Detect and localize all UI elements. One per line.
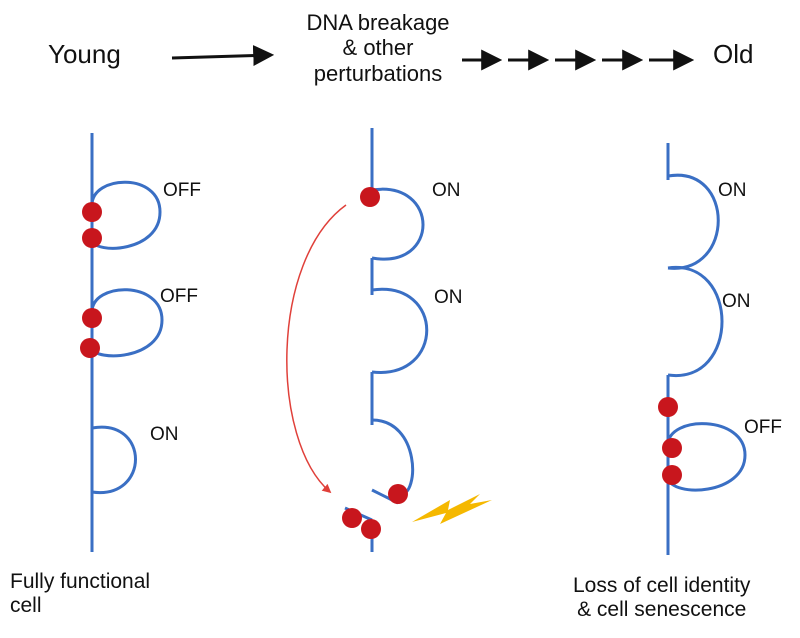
lightning-bolt-icon bbox=[412, 494, 492, 524]
caption-line: Loss of cell identity bbox=[573, 574, 751, 597]
gene-state-label: OFF bbox=[160, 286, 198, 307]
damaged-loop-3 bbox=[371, 418, 415, 497]
gene-state-label: ON bbox=[722, 291, 751, 312]
bound-protein bbox=[388, 484, 408, 504]
damage-event-line: & other bbox=[342, 35, 414, 61]
recruited-protein bbox=[361, 519, 381, 539]
young-label: Young bbox=[48, 39, 121, 69]
damaged-loop-2 bbox=[371, 287, 429, 374]
damaged-cell-proteins bbox=[342, 187, 408, 539]
bound-protein bbox=[82, 202, 102, 222]
bound-protein bbox=[662, 438, 682, 458]
protein-relocation-arrow bbox=[286, 204, 347, 494]
young-to-damage-arrow bbox=[171, 45, 275, 67]
old-cell-proteins bbox=[658, 397, 682, 485]
old-loop-3 bbox=[666, 422, 747, 492]
recruited-protein bbox=[342, 508, 362, 528]
gene-state-label: OFF bbox=[163, 180, 201, 201]
young-loop-3 bbox=[91, 425, 137, 494]
old-label: Old bbox=[713, 39, 754, 69]
damage-event-line: perturbations bbox=[313, 60, 443, 86]
bound-protein bbox=[80, 338, 100, 358]
gene-state-label: ON bbox=[432, 180, 461, 201]
young-cell-caption: Fully functional cell bbox=[10, 570, 150, 618]
damage-event-label: DNA breakage & other perturbations bbox=[283, 10, 473, 86]
gene-state-label: OFF bbox=[744, 417, 782, 438]
damaged-cell-chromatin bbox=[344, 128, 429, 552]
damaged-loop-1 bbox=[371, 187, 425, 261]
bound-protein bbox=[82, 228, 102, 248]
bound-protein bbox=[662, 465, 682, 485]
bound-protein bbox=[82, 308, 102, 328]
old-cell-chromatin bbox=[666, 143, 747, 555]
young-cell-chromatin bbox=[90, 133, 164, 552]
old-loop-2 bbox=[667, 266, 724, 377]
young-loop-1 bbox=[90, 180, 162, 250]
bound-protein bbox=[658, 397, 678, 417]
gene-state-label: ON bbox=[434, 287, 463, 308]
old-loop-1 bbox=[667, 173, 720, 270]
young-cell-proteins bbox=[80, 202, 102, 358]
gene-state-label: ON bbox=[150, 424, 179, 445]
caption-line: & cell senescence bbox=[577, 598, 747, 622]
gene-state-label: ON bbox=[718, 180, 747, 201]
damage-event-line: DNA breakage bbox=[306, 10, 450, 35]
caption-line: Fully functional bbox=[10, 570, 151, 593]
bound-protein bbox=[360, 187, 380, 207]
old-cell-caption: Loss of cell identity & cell senescence bbox=[573, 574, 750, 622]
caption-line: cell bbox=[10, 594, 42, 618]
young-loop-2 bbox=[90, 288, 164, 358]
